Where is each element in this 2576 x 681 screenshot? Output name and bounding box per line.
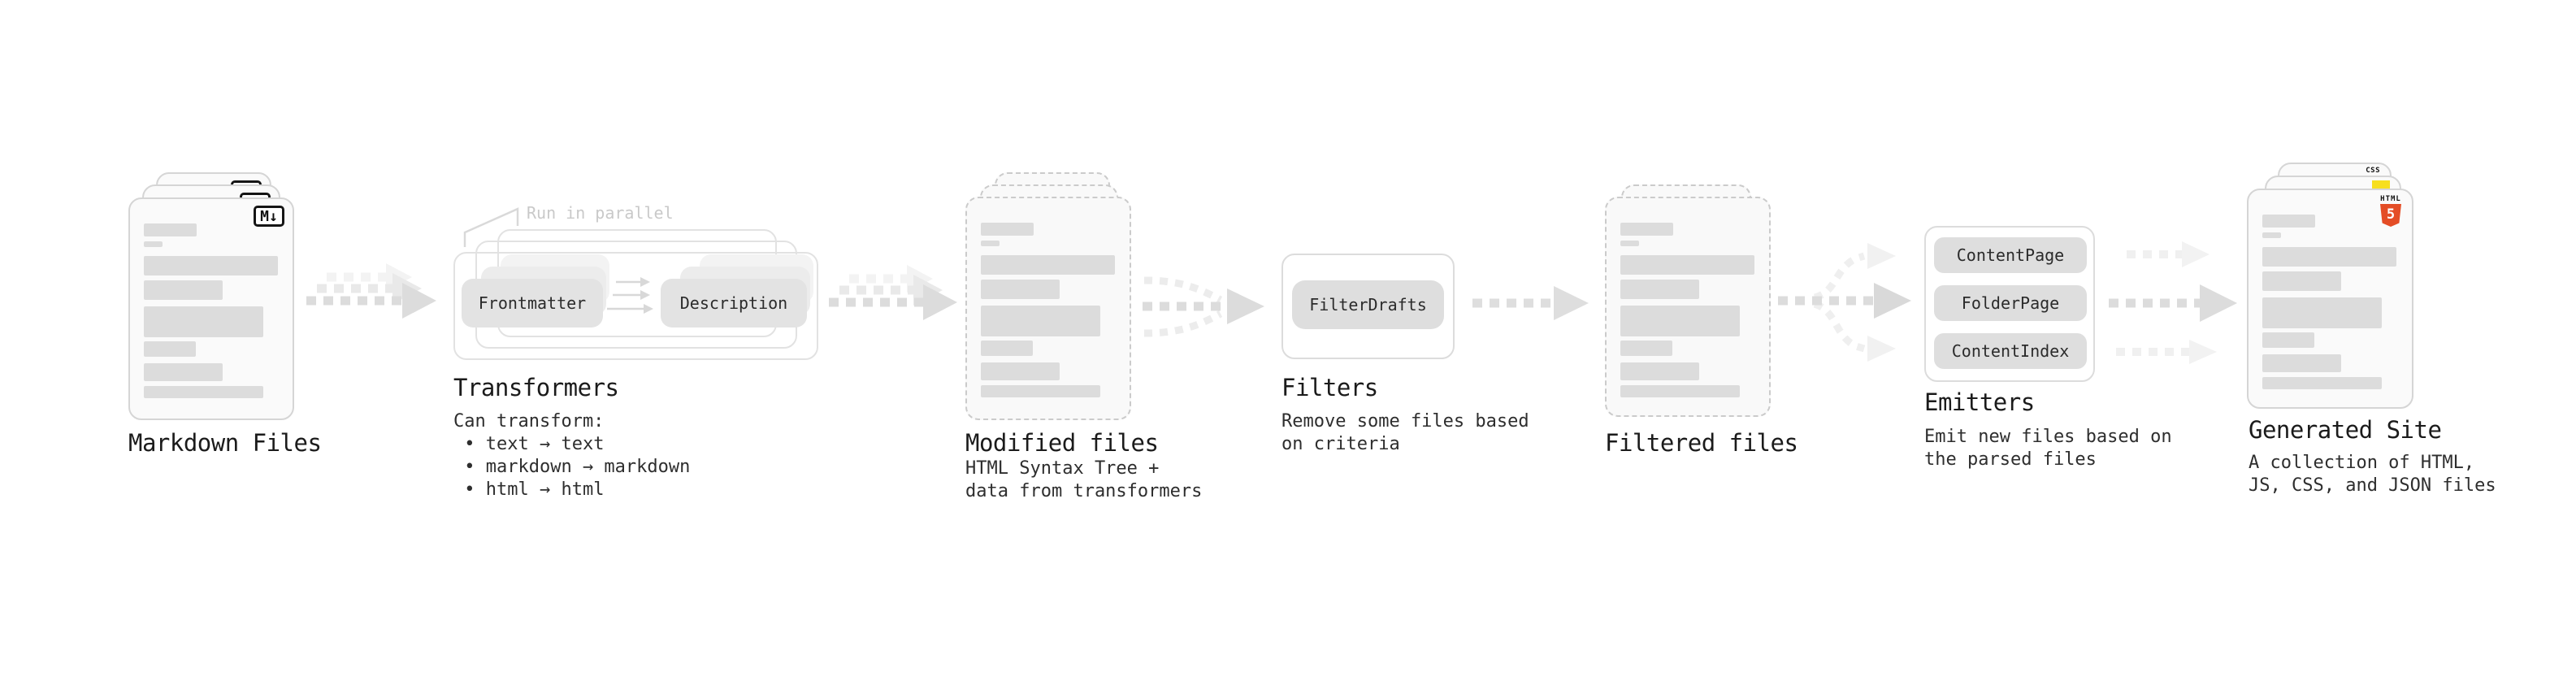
- contentpage-pill: ContentPage: [1934, 237, 2087, 273]
- flow-arrow-filtered-to-emitters: [1778, 243, 1911, 362]
- markdown-icon: M↓: [254, 206, 284, 227]
- html5-icon: HTML 5: [2378, 195, 2404, 227]
- modified-file-card-front: [965, 197, 1131, 420]
- text-skeleton: [1607, 198, 1769, 415]
- generated-site-description: A collection of HTML, JS, CSS, and JSON …: [2249, 453, 2496, 496]
- folderpage-pill: FolderPage: [1934, 285, 2087, 321]
- flow-arrow-markdown-to-transformers: [306, 263, 436, 319]
- markdown-file-card-front: M↓: [128, 197, 294, 420]
- text-skeleton: [2249, 190, 2412, 407]
- generated-site-label: Generated Site: [2249, 416, 2442, 444]
- transformers-description: Can transform: • text → text • markdown …: [453, 411, 691, 500]
- filters-label: Filters: [1281, 374, 1378, 401]
- filters-box: [1281, 254, 1455, 359]
- html5-icon-shield: 5: [2380, 204, 2401, 227]
- text-skeleton: [967, 198, 1130, 419]
- transformers-label: Transformers: [453, 374, 619, 401]
- markdown-files-label: Markdown Files: [128, 429, 322, 457]
- flow-arrow-modified-to-filters: [1143, 276, 1264, 337]
- emitters-label: Emitters: [1924, 388, 2035, 416]
- frontmatter-pill: Frontmatter: [462, 279, 603, 327]
- html5-icon-word: HTML: [2380, 195, 2401, 203]
- description-pill: Description: [661, 279, 807, 327]
- filtered-files-label: Filtered files: [1605, 429, 1798, 457]
- flow-arrow-filters-to-filtered: [1472, 286, 1589, 320]
- filtered-file-card-front: [1605, 197, 1771, 417]
- transform-mini-arrows: [607, 277, 653, 314]
- emitters-box: [1924, 226, 2095, 382]
- flow-arrow-transformers-to-modified: [829, 265, 957, 320]
- filters-description: Remove some files based on criteria: [1281, 411, 1529, 454]
- contentindex-pill: ContentIndex: [1934, 333, 2087, 369]
- emitters-description: Emit new files based on the parsed files: [1924, 427, 2172, 470]
- flow-arrow-emitters-to-site: [2109, 241, 2237, 364]
- run-in-parallel-callout-line: [463, 207, 519, 247]
- modified-files-label: Modified files: [965, 429, 1159, 457]
- run-in-parallel-label: Run in parallel: [527, 203, 674, 223]
- text-skeleton: [130, 199, 293, 419]
- filterdrafts-pill: FilterDrafts: [1292, 280, 1444, 329]
- html-file-card: HTML 5: [2247, 189, 2413, 409]
- javascript-icon: [2372, 180, 2390, 191]
- transformers-box-front: [453, 252, 818, 360]
- modified-files-description: HTML Syntax Tree + data from transformer…: [965, 458, 1203, 501]
